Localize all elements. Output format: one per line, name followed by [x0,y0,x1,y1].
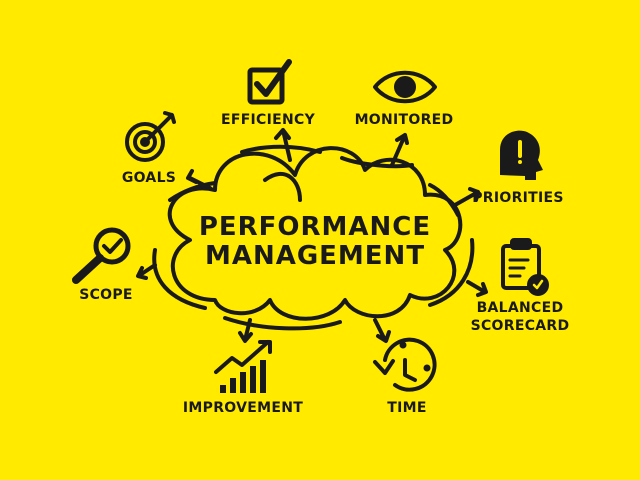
label-monitored: MONITORED [354,112,454,128]
growth-arrow-icon [214,340,272,374]
cloud-outer-arc [152,248,207,310]
checkbox-icon [247,59,292,105]
eye-icon [373,70,437,104]
label-priorities: PRIORITIES [472,190,564,206]
cloud-outer-arc [428,183,460,217]
cloud-outer-arc [223,316,342,331]
cloud-shape [167,146,463,321]
cloud-inner-arc [263,172,302,202]
clipboard-check-icon [501,238,549,296]
title-line-1: PERFORMANCE [198,212,432,242]
cloud-outer-arc [340,156,414,169]
head-alert-icon [500,130,543,180]
label-improvement: IMPROVEMENT [182,400,304,416]
growth-chart-icon [220,360,266,393]
target-icon [125,111,176,162]
magnifier-check-icon [72,227,131,284]
label-efficiency: EFFICIENCY [220,112,316,128]
cloud-outer-arc [428,238,475,307]
clock-icon [373,337,437,392]
label-balanced: BALANCED [476,300,564,316]
label-time: TIME [387,400,427,416]
title-line-2: MANAGEMENT [204,241,426,271]
cloud-outer-arc [168,181,217,202]
label-scorecard: SCORECARD [470,318,570,334]
label-scope: SCOPE [79,287,133,303]
label-goals: GOALS [121,170,177,186]
arrows [136,128,488,343]
cloud-outer-arc [240,144,322,154]
